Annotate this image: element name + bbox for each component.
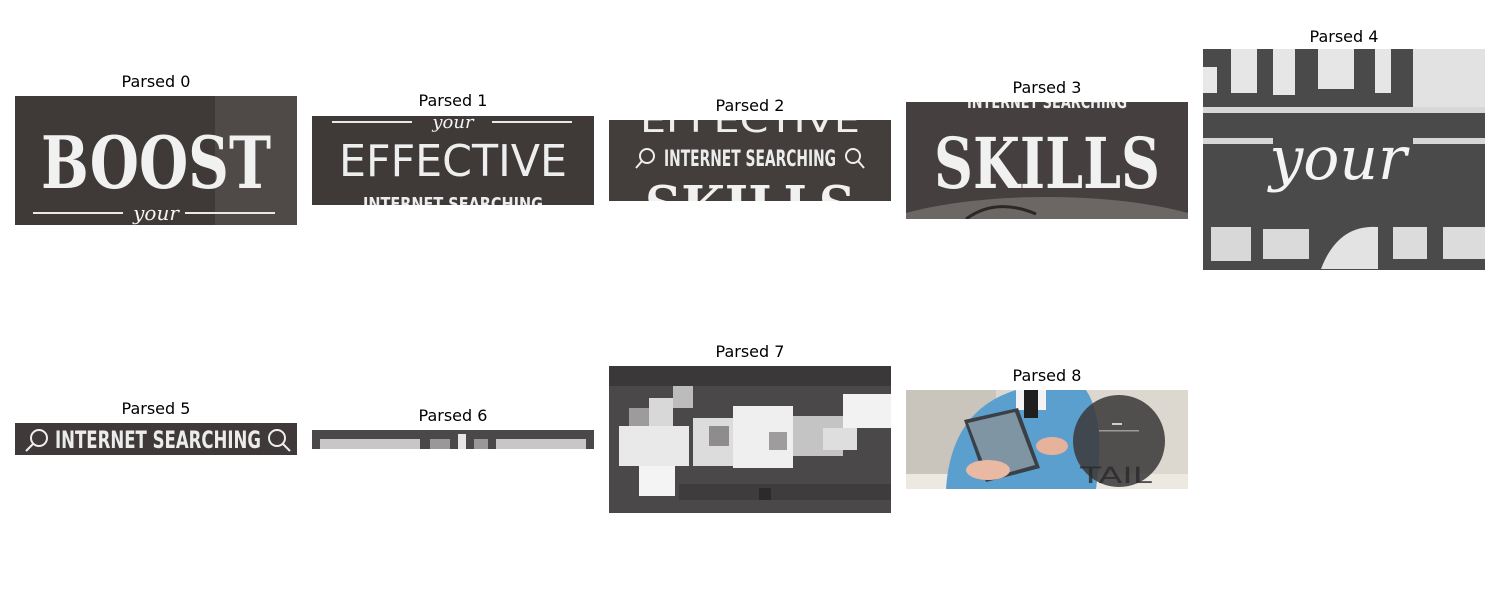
panel-2: Parsed 2 EFFECTIVE INTERNET SEARCHING SK… — [609, 96, 891, 201]
internet-searching-word: INTERNET SEARCHING — [664, 147, 836, 172]
search-icon — [639, 148, 655, 164]
panel-4: Parsed 4 your — [1203, 27, 1485, 270]
panel-1-image: your EFFECTIVE INTERNET SEARCHING — [312, 116, 594, 205]
your-word: your — [132, 201, 180, 225]
panel-7-title: Parsed 7 — [715, 342, 785, 361]
your-word: your — [1266, 124, 1410, 194]
panel-8: Parsed 8 TAIL — [906, 366, 1188, 489]
your-word: your — [431, 116, 475, 133]
internet-searching-word: INTERNET SEARCHING — [55, 426, 261, 454]
search-icon — [845, 148, 861, 164]
skills-word-fragment: SKILLS — [645, 174, 855, 201]
searching-graphic: EFFECTIVE INTERNET SEARCHING SKILLS — [609, 120, 891, 201]
panel-2-title: Parsed 2 — [715, 96, 785, 115]
internet-searching-word: INTERNET SEARCHING — [967, 102, 1127, 113]
panel-4-image: your — [1203, 49, 1485, 270]
panel-8-title: Parsed 8 — [1012, 366, 1082, 385]
panel-5: Parsed 5 INTERNET SEARCHING — [15, 399, 297, 455]
panel-7-image — [609, 366, 891, 513]
panel-4-title: Parsed 4 — [1309, 27, 1379, 46]
panel-0-image: BOOST your — [15, 96, 297, 225]
internet-searching-word: INTERNET SEARCHING — [363, 194, 543, 205]
panel-0-title: Parsed 0 — [121, 72, 191, 91]
panel-1: Parsed 1 your EFFECTIVE INTERNET SEARCHI… — [312, 91, 594, 205]
panel-0: Parsed 0 BOOST your — [15, 72, 297, 225]
panel-7: Parsed 7 — [609, 342, 891, 513]
fragment-text: TAIL — [1078, 464, 1153, 489]
skills-word: SKILLS — [934, 122, 1160, 205]
panel-3: Parsed 3 INTERNET SEARCHING SKILLS — [906, 78, 1188, 219]
panel-1-title: Parsed 1 — [418, 91, 488, 110]
panel-6-title: Parsed 6 — [418, 406, 488, 425]
searching-strip-graphic: INTERNET SEARCHING — [15, 423, 297, 455]
panel-3-image: INTERNET SEARCHING SKILLS — [906, 102, 1188, 219]
skills-graphic: INTERNET SEARCHING SKILLS — [906, 102, 1188, 219]
boost-graphic: BOOST your — [15, 96, 297, 225]
panel-8-image: TAIL — [906, 390, 1188, 489]
photo-graphic: TAIL — [906, 390, 1188, 489]
panel-5-title: Parsed 5 — [121, 399, 191, 418]
logo-circle — [1073, 395, 1165, 487]
effective-word: EFFECTIVE — [339, 136, 567, 187]
your-zoom-graphic: your — [1203, 49, 1485, 270]
panel-3-title: Parsed 3 — [1012, 78, 1082, 97]
panel-6-image — [312, 430, 594, 449]
panel-2-image: EFFECTIVE INTERNET SEARCHING SKILLS — [609, 120, 891, 201]
search-icon — [268, 429, 286, 447]
effective-word: EFFECTIVE — [640, 120, 860, 141]
panel-6: Parsed 6 — [312, 406, 594, 449]
effective-graphic: your EFFECTIVE INTERNET SEARCHING — [312, 116, 594, 205]
search-icon — [30, 429, 48, 447]
pixel-zoom-graphic — [609, 366, 891, 513]
boost-word: BOOST — [41, 120, 271, 205]
bar-strip-graphic — [312, 430, 594, 449]
panel-5-image: INTERNET SEARCHING — [15, 423, 297, 455]
